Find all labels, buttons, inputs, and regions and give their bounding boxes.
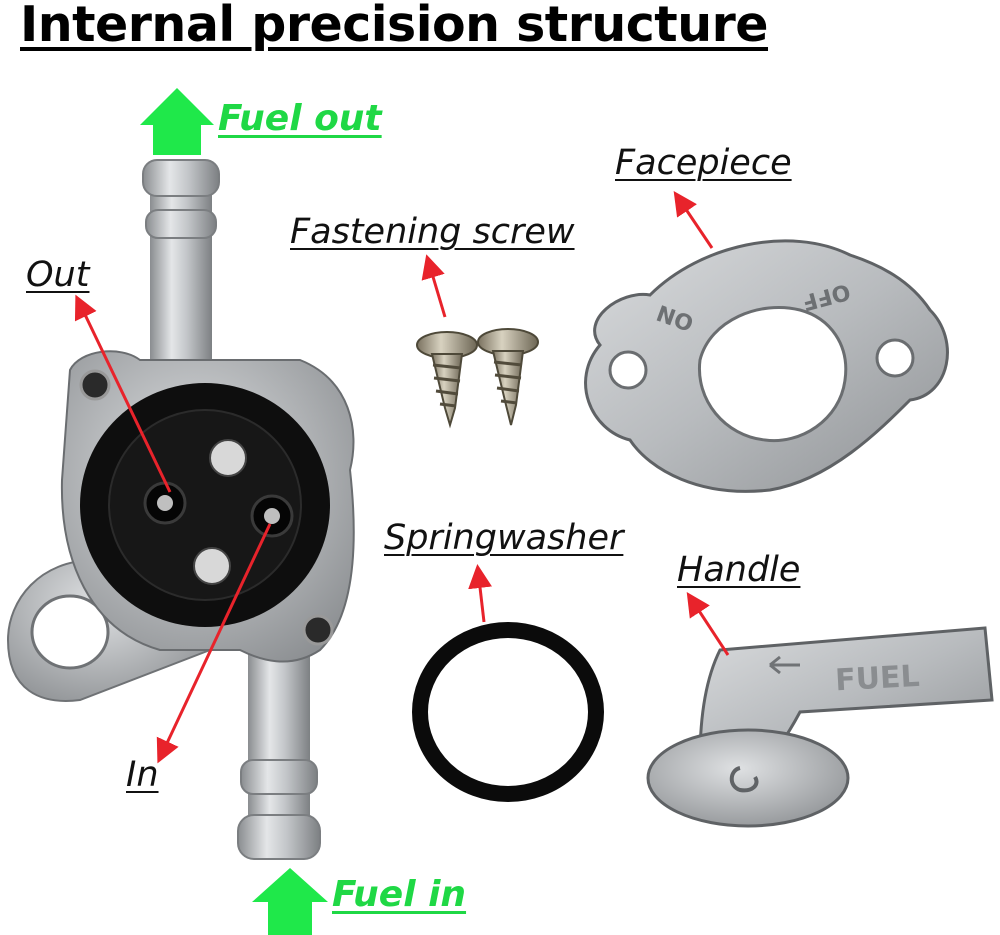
facepiece-pointer-arrow (673, 191, 714, 249)
fuel-in-arrow (252, 868, 328, 935)
in-pointer-arrow (156, 523, 272, 764)
fuel-valve (6, 159, 355, 860)
fastening-screws (416, 328, 539, 429)
in-label: In (126, 755, 159, 795)
pointer-arrows (74, 191, 730, 764)
handle-label: Handle (677, 550, 801, 590)
screw (416, 331, 478, 429)
fuel-in-label: Fuel in (332, 874, 467, 915)
valve-handle: FUEL (646, 626, 994, 828)
spring-washer (412, 622, 604, 802)
page-title: Internal precision structure (20, 0, 769, 53)
springwasher-pointer-arrow (468, 564, 492, 623)
out-pointer-arrow (74, 294, 172, 493)
fuel-out-label: Fuel out (218, 98, 382, 139)
facepiece-label: Facepiece (615, 143, 792, 183)
handle-pointer-arrow (686, 591, 730, 656)
springwasher-label: Springwasher (384, 518, 624, 558)
out-label: Out (26, 255, 90, 295)
handle-marking: FUEL (834, 659, 920, 698)
facepiece-plate: ON OFF (584, 239, 949, 493)
screw (477, 328, 539, 426)
fuel-out-arrow (140, 88, 214, 155)
fastening-screw-pointer-arrow (421, 254, 447, 318)
fastening-screw-label: Fastening screw (290, 212, 575, 252)
